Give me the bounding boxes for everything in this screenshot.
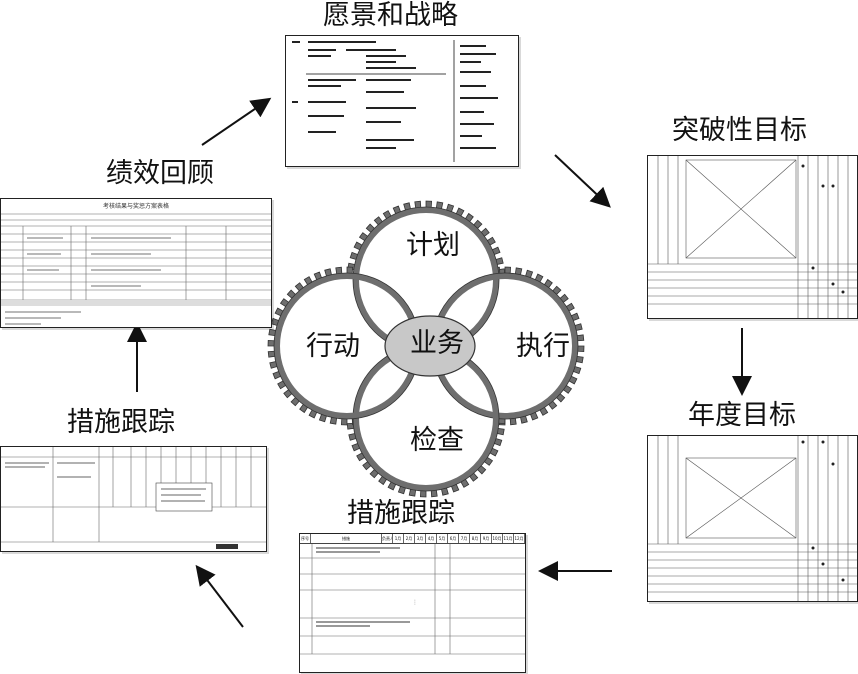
tracking-header-cell: 1月 <box>393 534 404 543</box>
tracking-header-cell: 5月 <box>437 534 448 543</box>
gear-label-check: 检查 <box>410 427 464 454</box>
stage-label-review: 绩效回顾 <box>106 160 214 187</box>
tracking-header-cell: 9月 <box>481 534 492 543</box>
tracking-header-cell: 负责人 <box>382 534 393 543</box>
tracking-header-cell: 8月 <box>470 534 481 543</box>
annual-goals-document <box>647 435 858 602</box>
tracking-header-cell: 3月 <box>415 534 426 543</box>
hub-label-business: 业务 <box>410 330 464 357</box>
tracking-table-rows: ⋮ <box>300 544 525 672</box>
vision-document-content <box>286 36 518 166</box>
stage-label-tracking-left: 措施跟踪 <box>67 409 175 436</box>
tracking-header-cell: 10月 <box>492 534 503 543</box>
tracking-sheet-left-document <box>0 446 267 552</box>
review-sheet-title: 考核结果与奖惩方案表格 <box>1 201 271 210</box>
tracking-header-cell: 12月 <box>514 534 525 543</box>
svg-text:⋮: ⋮ <box>412 599 418 606</box>
tracking-header-cell: 7月 <box>459 534 470 543</box>
vision-strategy-document <box>285 35 519 167</box>
review-sheet-grid <box>1 210 271 328</box>
performance-review-document: 考核结果与奖惩方案表格 <box>0 198 272 328</box>
annual-matrix <box>648 436 857 601</box>
stage-label-breakthrough: 突破性目标 <box>672 117 807 144</box>
tracking-header-cell: 措施 <box>311 534 382 543</box>
stage-label-tracking-bottom: 措施跟踪 <box>347 500 455 527</box>
tracking-header-cell: 2月 <box>404 534 415 543</box>
breakthrough-goals-document <box>647 155 858 319</box>
tracking-header-cell: 11月 <box>503 534 514 543</box>
stage-label-vision: 愿景和战略 <box>323 2 458 29</box>
gear-label-act: 行动 <box>306 333 360 360</box>
tracking-header-cell: 4月 <box>426 534 437 543</box>
stage-label-annual: 年度目标 <box>688 402 796 429</box>
breakthrough-matrix <box>648 156 857 318</box>
gear-label-execute: 执行 <box>516 333 570 360</box>
tracking-sheet-grid <box>1 447 266 551</box>
tracking-header-cell: 序号 <box>300 534 311 543</box>
tracking-header-cell: 6月 <box>448 534 459 543</box>
gear-label-plan: 计划 <box>406 232 460 259</box>
